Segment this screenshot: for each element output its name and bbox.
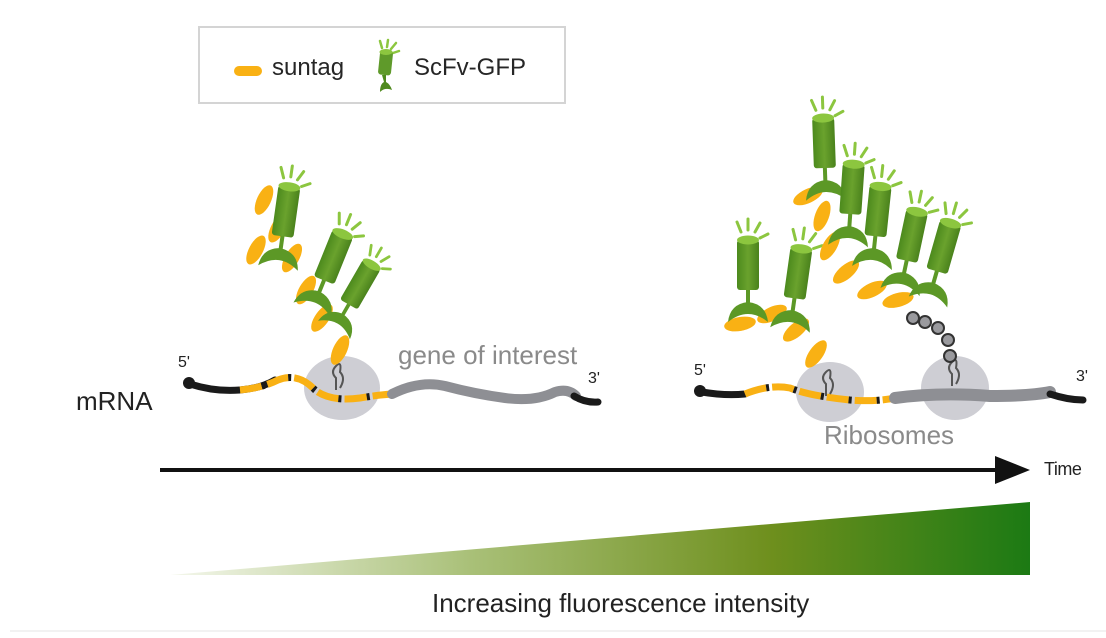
mrna-label: mRNA	[76, 386, 153, 416]
time-arrow	[160, 456, 1030, 484]
legend-box: suntag ScFv-GFP	[198, 26, 566, 104]
right-three-prime-label: 3'	[1076, 368, 1088, 385]
left-translation-scene	[183, 161, 602, 420]
ribosome-icon	[304, 356, 380, 420]
peptide-beads	[906, 311, 957, 363]
scfv-gfp-antibody-icon	[378, 38, 401, 92]
gene-of-interest-label: gene of interest	[398, 340, 578, 370]
fluorescence-intensity-wedge	[170, 502, 1030, 575]
right-five-prime-label: 5'	[694, 362, 706, 379]
legend-label-suntag: suntag	[272, 54, 345, 81]
ribosome-2-icon	[921, 356, 989, 420]
right-translation-scene	[694, 94, 1087, 422]
left-three-prime-label: 3'	[588, 370, 600, 387]
fluorescence-intensity-label: Increasing fluorescence intensity	[432, 588, 810, 618]
legend-label-scfv-gfp: ScFv-GFP	[414, 54, 526, 81]
bottom-divider	[10, 630, 1106, 632]
time-label: Time	[1044, 459, 1082, 479]
left-five-prime-label: 5'	[178, 354, 190, 371]
ribosomes-label: Ribosomes	[824, 420, 955, 450]
suntag-bar-icon	[234, 66, 262, 76]
